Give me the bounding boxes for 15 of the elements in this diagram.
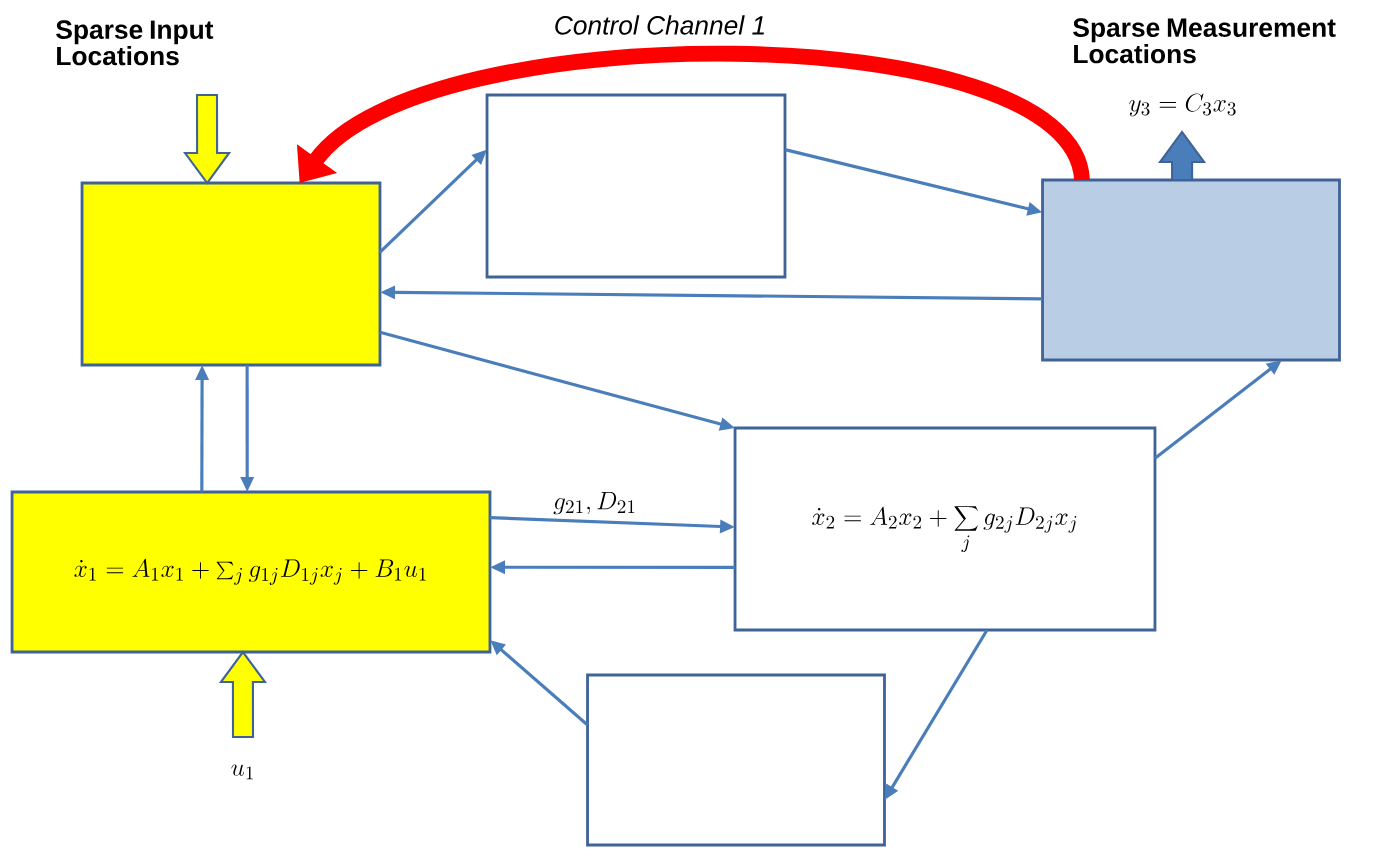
equation-box: $\dot{x}_2 = A_2 x_2 + \sum_j g_{2j} D_{2j} x_j$ — [733, 426, 1157, 632]
heading-label: Sparse Input Locations — [56, 20, 214, 66]
equation-label: $u_1$ — [231, 764, 253, 780]
equation-box: $\dot{x}_1 = A_1 x_1 + \sum_j g_{1j} D_{1j} x_j + B_1 u_1$ — [10, 490, 492, 654]
input-arrow — [183, 93, 232, 185]
block-box — [485, 93, 787, 279]
heading-label: Sparse Measurement Locations — [1073, 18, 1336, 64]
edge-label: Control Channel 1 — [552, 13, 768, 37]
block-box — [586, 673, 886, 847]
edge-label: $g_{21}, D_{21}$ — [551, 490, 639, 516]
equation-label: $y_3 = C_3 x_3$ — [1129, 93, 1236, 117]
input-arrow — [218, 650, 267, 739]
block-box — [1041, 178, 1341, 362]
output-arrow — [1158, 130, 1207, 182]
block-box — [80, 181, 382, 367]
